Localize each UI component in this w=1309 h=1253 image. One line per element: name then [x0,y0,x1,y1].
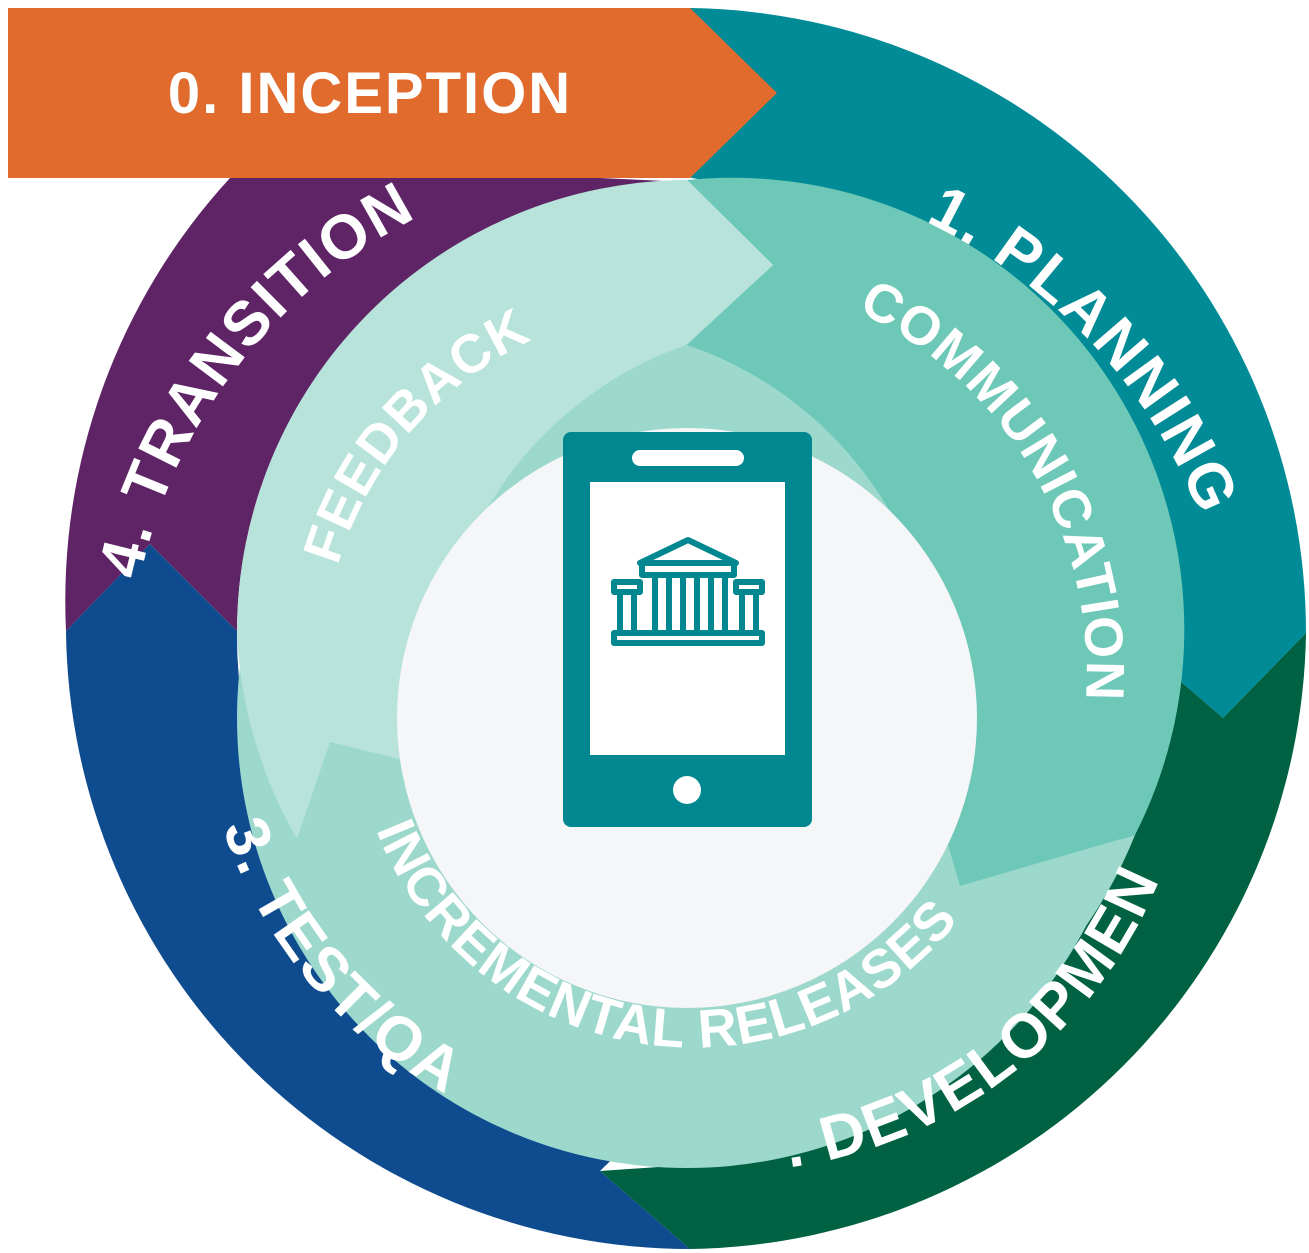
bank-building-icon [611,537,765,646]
phone-speaker [632,450,744,466]
inception-label: 0. INCEPTION [168,61,572,126]
inception-arrow [8,8,777,178]
mobile-bank-icon [563,432,812,827]
communication-segment [687,177,1185,886]
feedback-segment [237,180,773,839]
phone-home-button [673,776,701,804]
transition-segment [65,178,687,631]
